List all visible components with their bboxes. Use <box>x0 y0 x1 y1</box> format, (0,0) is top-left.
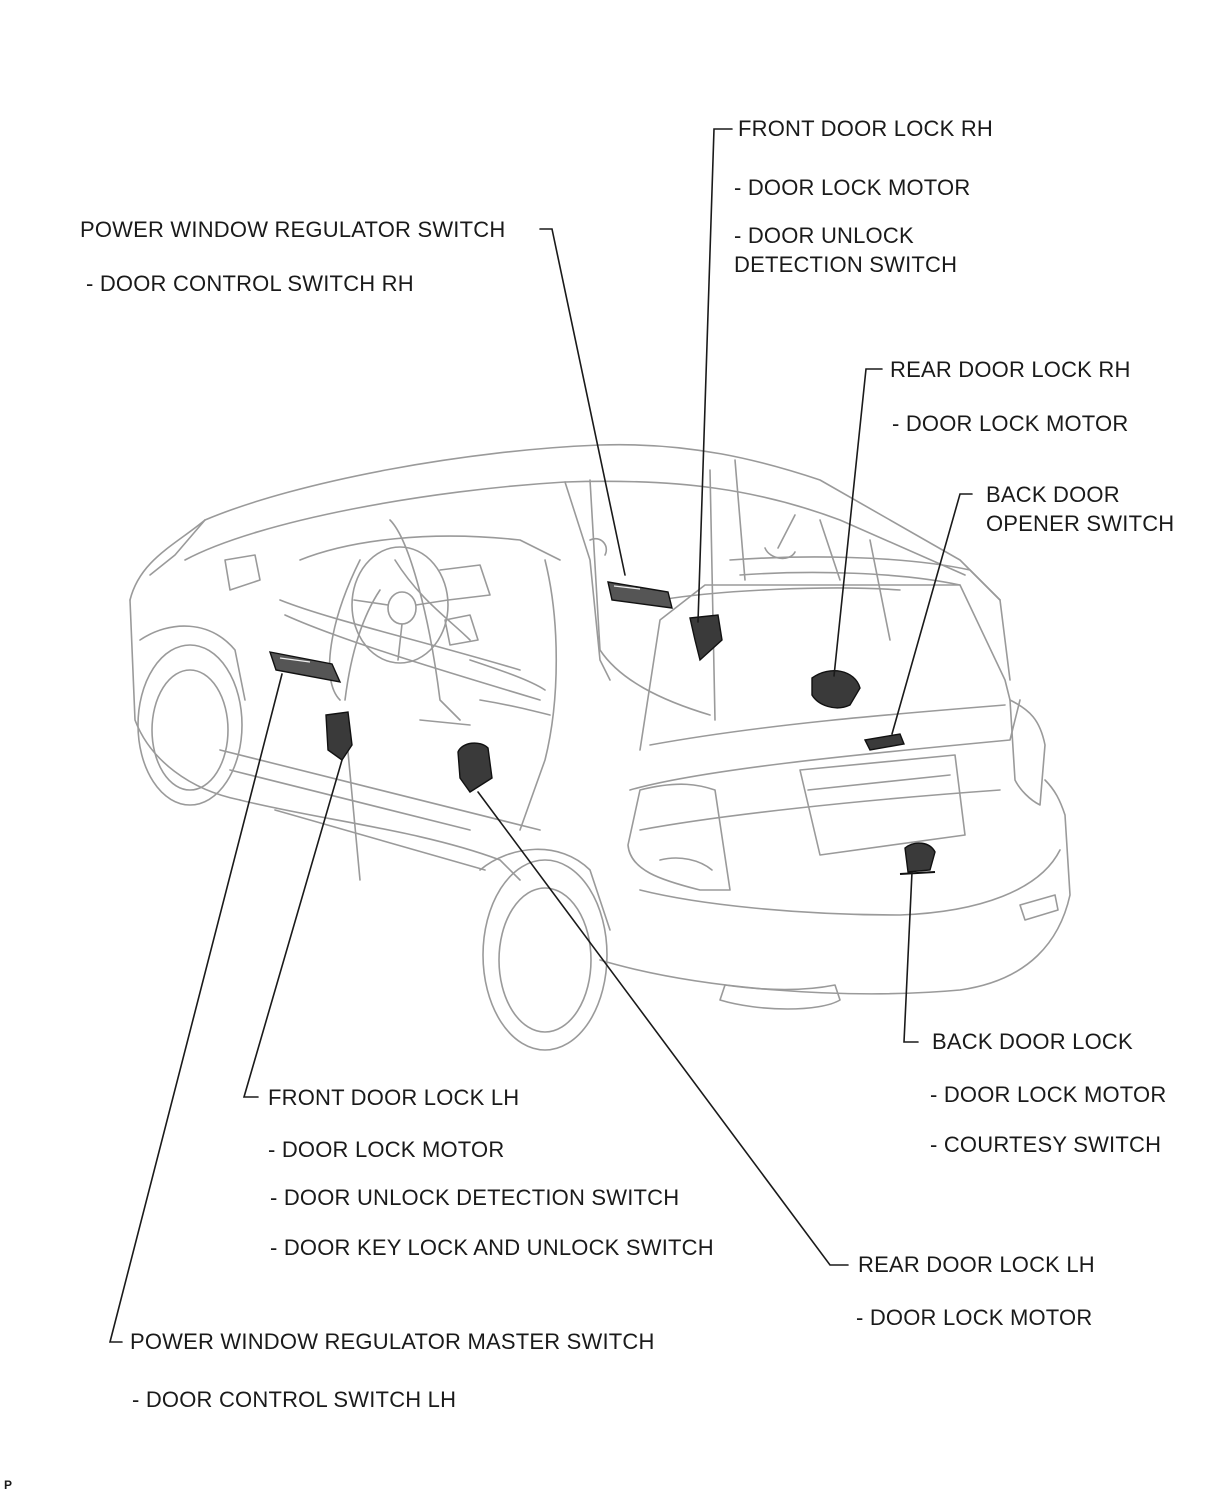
leader-lines <box>108 128 973 1343</box>
label-power-window-regulator-switch: POWER WINDOW REGULATOR SWITCH <box>80 217 506 242</box>
component-back-lock <box>904 842 936 873</box>
label-front-rh-door-unlock: - DOOR UNLOCK <box>734 223 914 248</box>
component-front-lock-lh <box>325 711 353 761</box>
label-back-door: BACK DOOR <box>986 482 1120 507</box>
label-front-lh-unlock-detection-switch: - DOOR UNLOCK DETECTION SWITCH <box>270 1185 680 1210</box>
corner-mark: P <box>4 1478 13 1492</box>
component-front-lock-rh <box>689 614 723 662</box>
label-back-door-lock: BACK DOOR LOCK <box>932 1029 1133 1054</box>
label-front-rh-door-lock-motor: - DOOR LOCK MOTOR <box>734 175 971 200</box>
label-courtesy-switch: - COURTESY SWITCH <box>930 1132 1162 1157</box>
label-rear-door-lock-lh: REAR DOOR LOCK LH <box>858 1252 1095 1277</box>
label-back-lock-door-lock-motor: - DOOR LOCK MOTOR <box>930 1082 1167 1107</box>
vehicle-body <box>129 443 1071 1051</box>
label-rear-rh-door-lock-motor: - DOOR LOCK MOTOR <box>892 411 1129 436</box>
label-opener-switch: OPENER SWITCH <box>986 511 1175 536</box>
component-back-opener <box>863 733 905 751</box>
label-front-rh-detection-switch: DETECTION SWITCH <box>734 252 958 277</box>
component-rear-lock-rh <box>811 670 861 709</box>
label-front-door-lock-lh: FRONT DOOR LOCK LH <box>268 1085 520 1110</box>
label-door-control-switch-lh: - DOOR CONTROL SWITCH LH <box>132 1387 457 1412</box>
component-rear-lock-lh <box>457 742 493 793</box>
label-door-control-switch-rh: - DOOR CONTROL SWITCH RH <box>86 271 414 296</box>
label-front-door-lock-rh: FRONT DOOR LOCK RH <box>738 116 993 141</box>
label-power-window-regulator-master-switch: POWER WINDOW REGULATOR MASTER SWITCH <box>130 1329 655 1354</box>
label-rear-lh-door-lock-motor: - DOOR LOCK MOTOR <box>856 1305 1093 1330</box>
components <box>268 581 936 875</box>
label-rear-door-lock-rh: REAR DOOR LOCK RH <box>890 357 1131 382</box>
label-front-lh-key-lock-switch: - DOOR KEY LOCK AND UNLOCK SWITCH <box>270 1235 714 1260</box>
component-pw-switch-rh <box>607 581 673 609</box>
label-front-lh-door-lock-motor: - DOOR LOCK MOTOR <box>268 1137 505 1162</box>
